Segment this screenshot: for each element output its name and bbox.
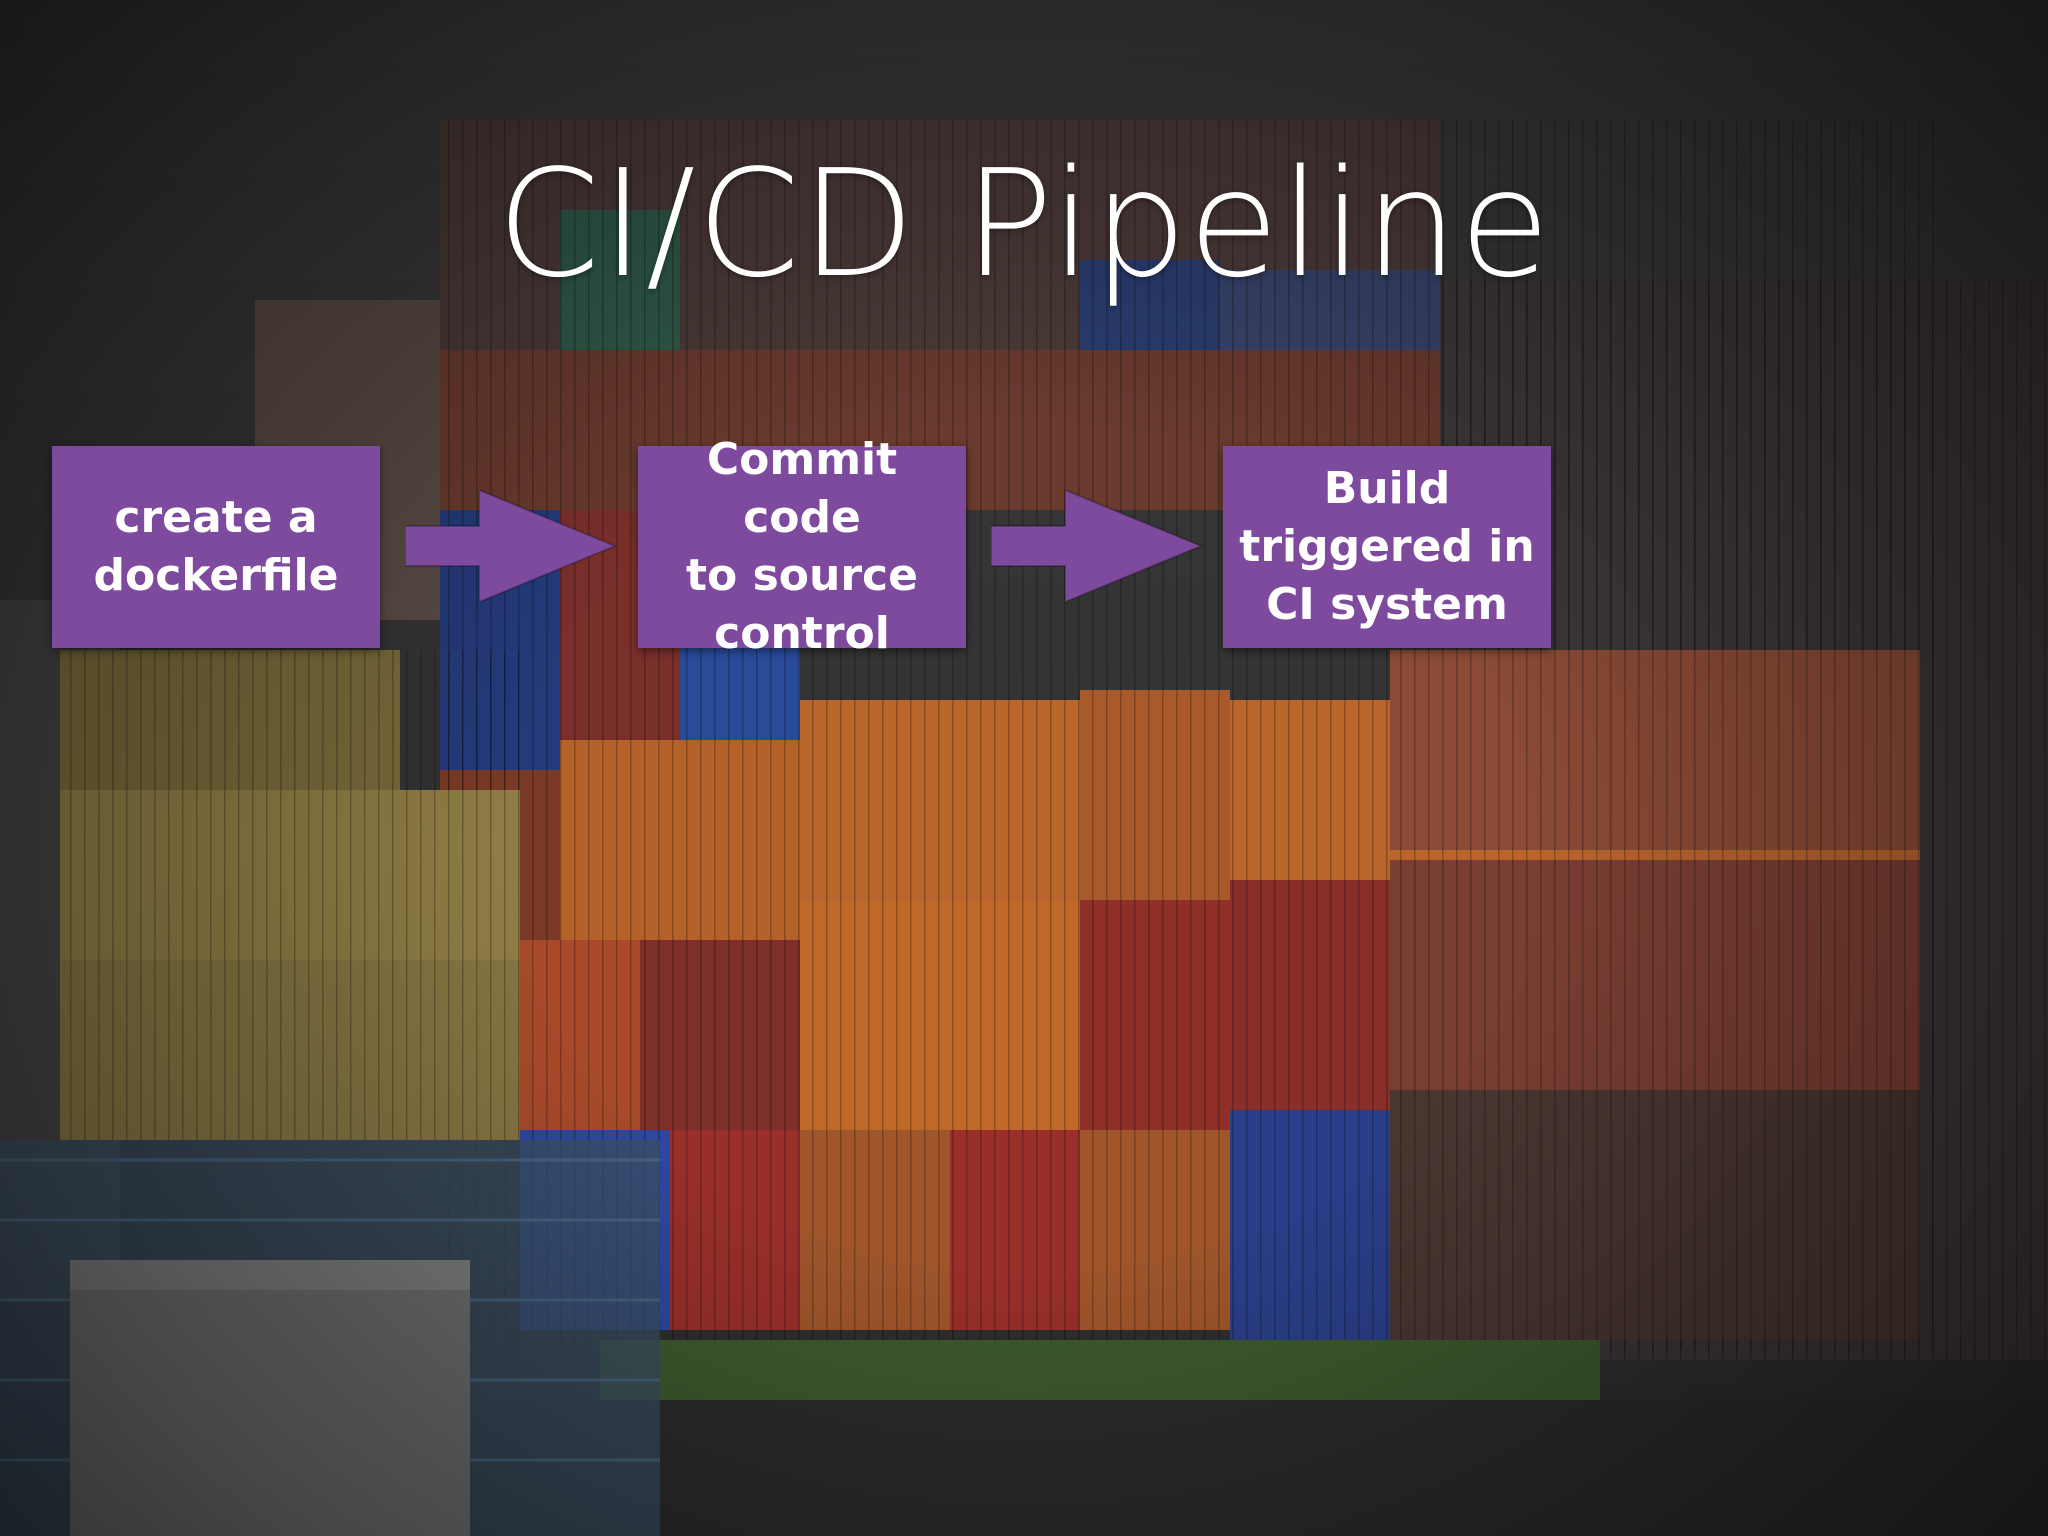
- step-commit-code: Commit code to source control: [638, 434, 966, 659]
- step-label: Commit code to source control: [686, 434, 918, 659]
- right-arrow-icon: [405, 490, 618, 602]
- slide-title: CI/CD Pipeline: [496, 138, 1552, 310]
- right-arrow-icon: [991, 490, 1204, 602]
- step-label: create a dockerfile: [93, 492, 339, 601]
- step-build-triggered: Build triggered in CI system: [1223, 446, 1551, 648]
- step-label: Build triggered in CI system: [1239, 463, 1535, 630]
- step-create-dockerfile: create a dockerfile: [52, 446, 380, 648]
